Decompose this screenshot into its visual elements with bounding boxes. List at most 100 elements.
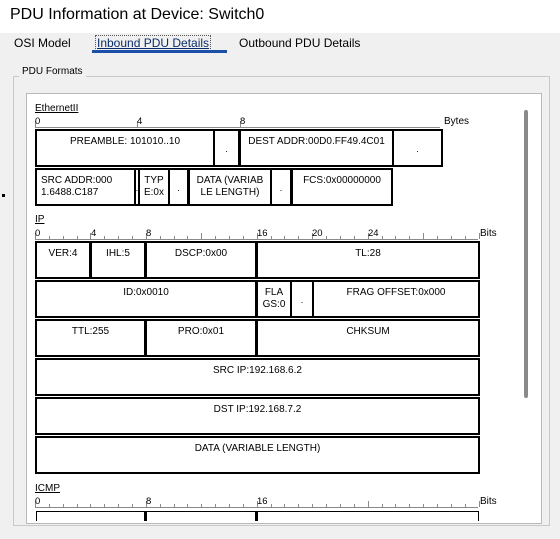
ruler-label: 0 — [35, 116, 41, 127]
ruler-label: 20 — [312, 228, 323, 239]
ruler-label: 16 — [257, 496, 268, 507]
field-dst-ip[interactable]: DST IP:192.168.7.2 — [35, 397, 480, 435]
ruler-tick — [201, 504, 203, 507]
ruler-tick — [270, 236, 272, 239]
ruler-label: 8 — [146, 228, 152, 239]
ruler-tick — [76, 504, 78, 507]
icmp-ruler — [35, 507, 478, 508]
field-frag-offset[interactable]: FRAG OFFSET:0x000 — [312, 280, 480, 318]
ruler-tick — [104, 236, 106, 239]
ruler-tick — [436, 236, 438, 239]
field-fcs[interactable]: FCS:0x00000000 — [291, 168, 393, 206]
field-spacer[interactable]: . — [392, 129, 443, 167]
ruler-tick — [436, 504, 438, 507]
field-spacer[interactable]: . — [270, 168, 292, 206]
field-dest-addr[interactable]: DEST ADDR:00D0.FF49.4C01 — [239, 129, 394, 167]
ruler-tick — [367, 501, 369, 507]
ruler-tick — [118, 236, 120, 239]
active-tab-indicator — [92, 50, 227, 53]
field-id[interactable]: ID:0x0010 — [35, 280, 257, 318]
ruler-tick — [326, 504, 328, 507]
field-type[interactable]: TYP E:0x — [138, 168, 170, 206]
ruler-tick — [353, 504, 355, 507]
pdu-formats-label: PDU Formats — [19, 66, 86, 77]
field-eth-data[interactable]: DATA (VARIAB LE LENGTH) — [188, 168, 272, 206]
ruler-label: 4 — [91, 228, 97, 239]
ruler-tick — [187, 504, 189, 507]
field-dscp[interactable]: DSCP:0x00 — [145, 241, 257, 279]
tab-bar: OSI Model Inbound PDU Details Outbound P… — [0, 33, 560, 54]
ruler-tick — [118, 504, 120, 507]
ruler-tick — [35, 233, 36, 239]
window-title: PDU Information at Device: Switch0 — [10, 6, 265, 23]
ruler-tick — [62, 504, 64, 507]
ethernet-section-title: EthernetII — [35, 103, 79, 114]
icmp-section-title: ICMP — [35, 483, 60, 494]
tab-inbound-pdu-details[interactable]: Inbound PDU Details — [95, 35, 212, 51]
field-spacer[interactable]: . — [290, 280, 314, 318]
field-spacer[interactable]: . — [168, 168, 189, 206]
field-src-ip[interactable]: SRC IP:192.168.6.2 — [35, 358, 480, 396]
title-bar: PDU Information at Device: Switch0 — [0, 0, 560, 33]
ruler-tick — [409, 504, 411, 507]
field-protocol[interactable]: PRO:0x01 — [145, 319, 257, 357]
field-icmp-checksum[interactable] — [256, 511, 479, 521]
field-ttl[interactable]: TTL:255 — [35, 319, 146, 357]
row-marker — [2, 194, 5, 197]
ruler-tick — [464, 236, 466, 239]
field-spacer[interactable]: . — [134, 168, 140, 206]
ruler-label: 16 — [257, 228, 268, 239]
tab-osi-model[interactable]: OSI Model — [14, 36, 71, 50]
field-flags[interactable]: FLA GS:0 — [256, 280, 292, 318]
ruler-tick — [450, 236, 452, 239]
ruler-label: 0 — [35, 496, 41, 507]
ruler-tick — [159, 236, 161, 239]
field-spacer[interactable]: . — [213, 129, 240, 167]
ruler-tick — [298, 236, 300, 239]
ruler-tick — [381, 504, 383, 507]
ruler-tick — [132, 504, 134, 507]
ruler-tick — [215, 236, 217, 239]
ruler-tick — [145, 233, 147, 239]
ruler-tick — [478, 501, 480, 507]
ruler-tick — [284, 504, 286, 507]
ruler-tick — [132, 236, 134, 239]
ruler-tick — [76, 236, 78, 239]
field-icmp-code[interactable] — [145, 511, 257, 521]
ruler-tick — [284, 236, 286, 239]
scrollbar-thumb[interactable] — [524, 110, 528, 398]
ruler-tick — [201, 233, 203, 239]
ruler-tick — [173, 236, 175, 239]
ruler-tick — [145, 501, 147, 507]
ruler-tick — [409, 236, 411, 239]
ruler-tick — [229, 504, 231, 507]
ruler-tick — [270, 504, 272, 507]
ruler-unit: Bits — [480, 228, 497, 239]
ruler-tick — [312, 504, 314, 507]
ruler-tick — [395, 236, 397, 239]
ruler-tick — [381, 236, 383, 239]
field-preamble[interactable]: PREAMBLE: 101010..10 — [35, 129, 215, 167]
ruler-tick — [90, 233, 92, 239]
field-checksum[interactable]: CHKSUM — [256, 319, 480, 357]
ruler-tick — [464, 504, 466, 507]
ruler-unit: Bytes — [444, 116, 470, 127]
field-src-addr[interactable]: SRC ADDR:000 1.6488.C187 — [35, 168, 136, 206]
ruler-label: 24 — [368, 228, 379, 239]
ruler-label: 8 — [240, 116, 246, 127]
ruler-tick — [298, 504, 300, 507]
field-tl[interactable]: TL:28 — [256, 241, 480, 279]
field-ihl[interactable]: IHL:5 — [90, 241, 146, 279]
ruler-label: 8 — [146, 496, 152, 507]
tab-outbound-pdu-details[interactable]: Outbound PDU Details — [239, 36, 361, 50]
ruler-unit: Bits — [480, 496, 497, 507]
ruler-tick — [423, 504, 425, 507]
ruler-tick — [256, 501, 258, 507]
ip-section-title: IP — [35, 214, 45, 225]
field-icmp-type[interactable] — [36, 511, 146, 521]
ruler-tick — [35, 501, 36, 507]
field-ver[interactable]: VER:4 — [35, 241, 91, 279]
field-ip-data[interactable]: DATA (VARIABLE LENGTH) — [35, 436, 480, 474]
ruler-tick — [353, 236, 355, 239]
ruler-tick — [104, 504, 106, 507]
